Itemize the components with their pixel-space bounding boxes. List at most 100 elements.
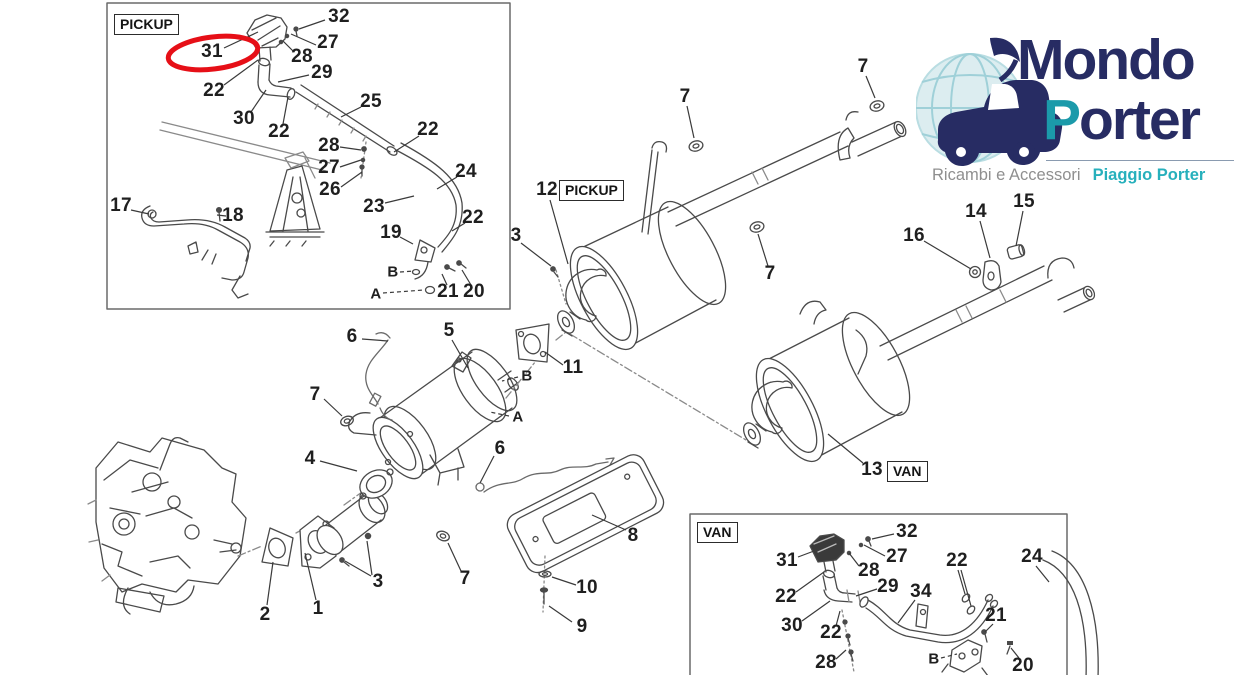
leader-line-30	[250, 89, 267, 113]
leader-line-7	[447, 542, 462, 572]
logo-underline	[1046, 160, 1234, 161]
part-callout-16-main: 16	[903, 225, 925, 246]
frame-tag-van-detail: VAN	[697, 522, 738, 543]
logo-tagline-piaggio: Piaggio Porter	[1092, 166, 1206, 184]
part-callout-13-main: 13	[861, 459, 883, 480]
part-callout-24-pickup-detail: 24	[455, 161, 477, 182]
leader-line-25	[340, 106, 362, 118]
part-callout-22-pickup-detail: 22	[268, 121, 290, 142]
leader-line-22	[957, 569, 966, 595]
frame-tag-pickup-detail: PICKUP	[114, 14, 179, 35]
part-callout-7-main: 7	[679, 86, 691, 107]
leader-line-2	[266, 561, 274, 606]
leader-line-22	[393, 135, 420, 153]
part-callout-27-pickup-detail: 27	[317, 32, 339, 53]
leader-line-13	[827, 433, 864, 464]
part-callout-A-main: A	[512, 408, 524, 426]
leader-line-27	[290, 33, 317, 46]
leader-line-22	[282, 96, 289, 125]
part-callout-7-main: 7	[309, 384, 321, 405]
part-callout-20-van-detail: 20	[1012, 655, 1034, 675]
part-callout-28-van-detail: 28	[858, 560, 880, 581]
leader-line-4	[319, 460, 358, 472]
leader-line-1	[304, 552, 317, 601]
van-detail-illustration	[809, 533, 1099, 675]
pickup-detail-frame	[106, 2, 511, 310]
leader-line-10	[551, 576, 577, 586]
part-callout-A-pickup-detail: A	[370, 285, 382, 303]
leader-line-5	[451, 339, 469, 369]
leader-line-32	[298, 19, 326, 30]
assembly-tag-van: VAN	[887, 461, 928, 482]
leader-line-20	[1010, 647, 1020, 659]
leader-line-B	[940, 653, 958, 659]
leader-line-28	[282, 40, 295, 53]
highlight-circle-part-31	[165, 33, 261, 73]
leader-line-A	[382, 289, 425, 294]
leader-line-23	[384, 195, 415, 204]
part-callout-14-main: 14	[965, 201, 987, 222]
part-callout-34-van-detail: 34	[910, 581, 932, 602]
leader-line-24	[436, 176, 458, 190]
part-callout-2-main: 2	[259, 604, 271, 625]
leader-line-31	[797, 550, 815, 558]
leader-line-15	[1015, 210, 1024, 247]
assembly-tag-pickup: PICKUP	[559, 180, 624, 201]
leader-line-3	[520, 242, 552, 267]
part-callout-23-pickup-detail: 23	[363, 196, 385, 217]
leader-line-3	[366, 540, 373, 576]
leader-line-28	[835, 649, 847, 660]
part-callout-28-van-detail: 28	[815, 652, 837, 673]
leader-line-19	[399, 236, 414, 245]
part-callout-27-pickup-detail: 27	[318, 157, 340, 178]
leader-line-27	[863, 544, 886, 557]
part-callout-24-van-detail: 24	[1021, 546, 1043, 567]
part-callout-15-main: 15	[1013, 191, 1035, 212]
part-callout-3-main: 3	[510, 225, 522, 246]
leader-line-14	[979, 220, 991, 259]
part-callout-22-pickup-detail: 22	[417, 119, 439, 140]
leader-line-6	[361, 338, 389, 342]
leader-line-12	[549, 199, 569, 265]
leader-line-7	[757, 233, 769, 267]
leader-line-20	[461, 269, 472, 286]
part-callout-B-pickup-detail: B	[387, 263, 399, 281]
part-callout-8-main: 8	[627, 525, 639, 546]
leader-line-22	[795, 571, 825, 593]
engine-illustration	[87, 436, 247, 615]
part-callout-22-van-detail: 22	[946, 550, 968, 571]
part-callout-29-pickup-detail: 29	[311, 62, 333, 83]
part-callout-11-main: 11	[562, 357, 584, 378]
part-callout-20-pickup-detail: 20	[463, 281, 485, 302]
part-callout-25-pickup-detail: 25	[360, 91, 382, 112]
leader-line-21	[441, 273, 448, 286]
leader-line-29	[855, 588, 878, 597]
leader-line-16	[923, 240, 972, 270]
leader-line-3	[344, 560, 372, 577]
leader-line-B	[399, 270, 415, 273]
part-callout-7-main: 7	[764, 263, 776, 284]
leader-line-27	[339, 159, 362, 168]
part-callout-7-main: 7	[857, 56, 869, 77]
leader-line-22	[835, 610, 841, 627]
part-callout-9-main: 9	[576, 616, 588, 637]
leader-line-17	[130, 209, 150, 215]
part-callout-21-pickup-detail: 21	[437, 281, 459, 302]
part-callout-28-pickup-detail: 28	[318, 135, 340, 156]
part-callout-22-pickup-detail: 22	[462, 207, 484, 228]
leader-line-9	[548, 605, 573, 623]
leader-line-22	[223, 59, 259, 86]
leader-line-11	[544, 351, 564, 366]
part-callout-1-main: 1	[312, 598, 324, 619]
leader-line-8	[591, 514, 627, 531]
leader-line-34	[897, 599, 916, 624]
part-callout-32-van-detail: 32	[896, 521, 918, 542]
part-callout-31-pickup-detail: 31	[201, 41, 223, 62]
part-callout-18-pickup-detail: 18	[222, 205, 244, 226]
leader-line-22	[451, 222, 466, 232]
leader-line-21	[984, 623, 994, 633]
part-callout-27-van-detail: 27	[886, 546, 908, 567]
pickup-detail-illustration	[141, 14, 467, 299]
